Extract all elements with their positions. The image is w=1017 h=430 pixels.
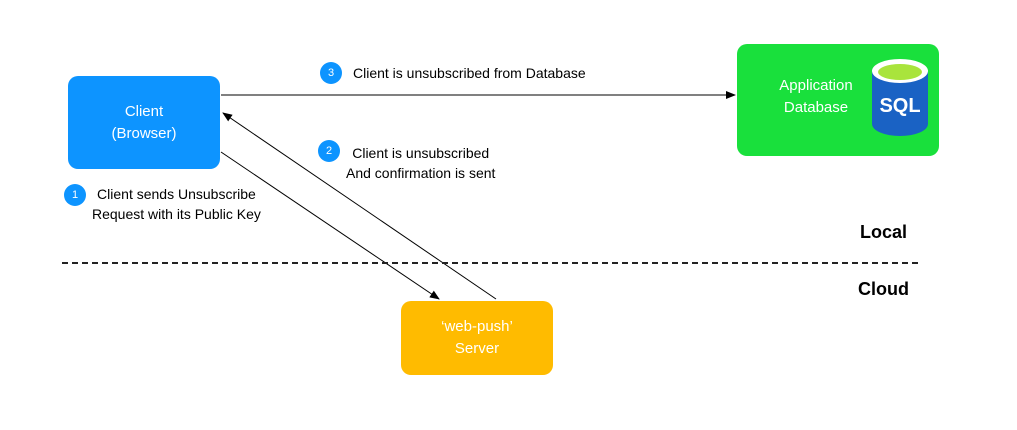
step-1-line1: Client sends Unsubscribe — [97, 186, 256, 202]
step-2-text: Client is unsubscribed And confirmation … — [346, 143, 495, 183]
database-node-label: Application Database — [768, 75, 864, 119]
sql-database-icon: SQL — [872, 59, 928, 136]
step-1-annotation: 1 Client sends Unsubscribe Request with … — [64, 184, 261, 224]
server-node-label-line2: Server — [454, 340, 500, 357]
database-node-label-line1: Application — [779, 77, 853, 94]
step-3-badge: 3 — [320, 62, 342, 84]
zone-label-local: Local — [860, 222, 908, 242]
server-node-label-line1: ‘web-push’ — [441, 318, 513, 335]
client-browser-node: Client (Browser) — [68, 76, 220, 169]
step-3-line1: Client is unsubscribed from Database — [353, 65, 586, 81]
step-1-badge: 1 — [64, 184, 86, 206]
step-3-text: Client is unsubscribed from Database — [353, 63, 586, 83]
local-cloud-divider — [62, 262, 918, 264]
step-2-annotation: 2 Client is unsubscribed And confirmatio… — [318, 140, 495, 183]
sql-icon-label: SQL — [879, 95, 920, 117]
arrow-client-to-server — [220, 151, 440, 300]
client-node-label-line1: Client — [124, 102, 164, 120]
application-database-node: Application Database SQL — [737, 44, 939, 156]
step-2-line2: And confirmation is sent — [346, 165, 496, 181]
step-1-text: Client sends Unsubscribe Request with it… — [92, 184, 261, 224]
arrow-server-to-client — [222, 112, 497, 300]
step-1-line2: Request with its Public Key — [92, 206, 261, 222]
database-node-label-line2: Database — [783, 99, 849, 116]
step-3-annotation: 3 Client is unsubscribed from Database — [320, 62, 586, 84]
zone-label-cloud: Cloud — [858, 279, 909, 299]
step-2-line1: Client is unsubscribed — [352, 145, 490, 161]
web-push-server-node: ‘web-push’ Server — [401, 301, 553, 375]
step-2-badge: 2 — [318, 140, 340, 162]
client-node-label-line2: (Browser) — [111, 124, 177, 142]
